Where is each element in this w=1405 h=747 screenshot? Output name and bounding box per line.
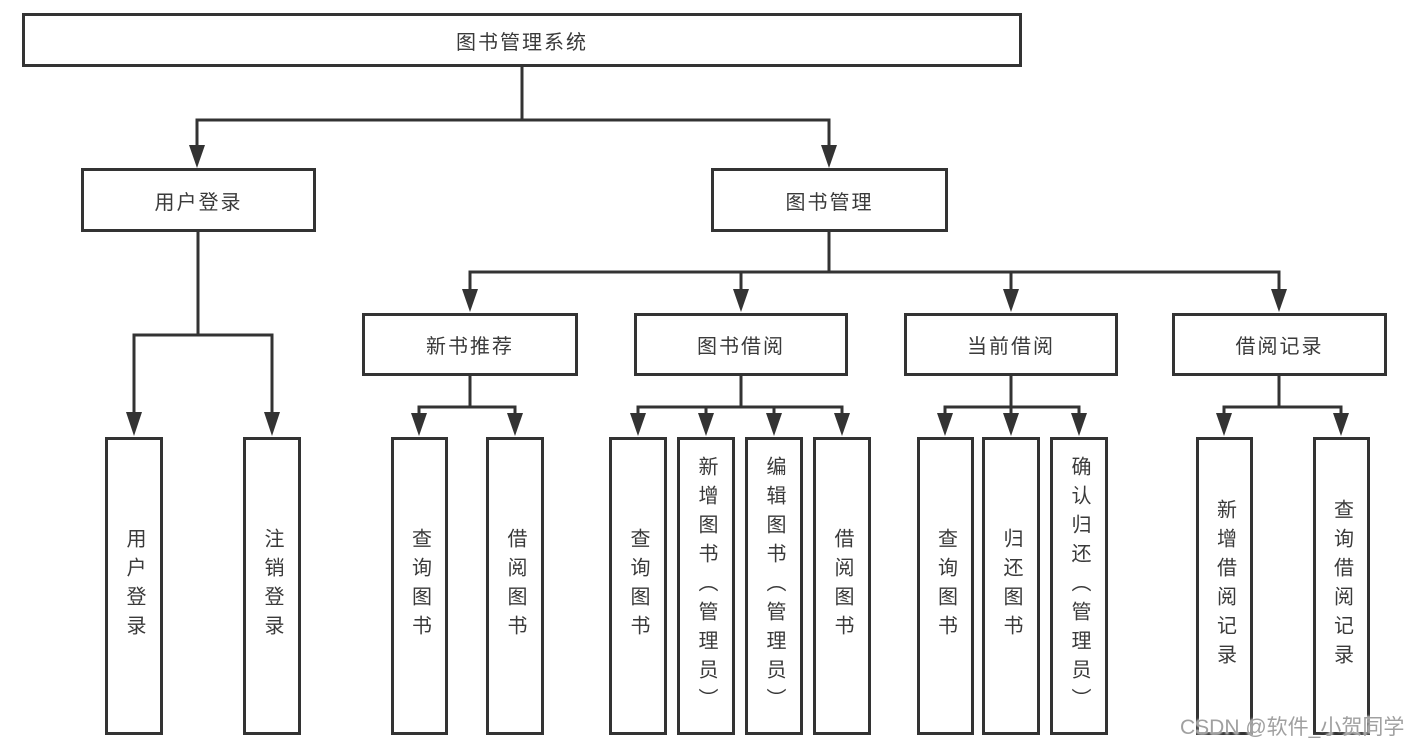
node-borrow-records: 借阅记录 [1172,313,1387,376]
leaf-confirm-return-admin-label: 确认归还（管理员） [1068,455,1090,717]
connector-book-borrow-group [636,376,844,414]
leaf-current-query-books-label: 查询图书 [934,528,957,644]
node-root: 图书管理系统 [22,13,1022,67]
leaf-recommend-borrow-books: 借阅图书 [486,437,544,735]
leaf-user-login-label: 用户登录 [123,528,145,644]
leaf-add-books-admin: 新增图书（管理员） [677,437,735,735]
connector-new-book-group [417,376,517,414]
arrowheads [126,145,1349,436]
leaf-query-borrow-record: 查询借阅记录 [1313,437,1370,735]
csdn-watermark: CSDN @软件_小贺同学 [1180,716,1405,739]
leaf-borrow-books: 借阅图书 [813,437,871,735]
node-borrow-records-label: 借阅记录 [1235,336,1324,358]
leaf-add-borrow-record: 新增借阅记录 [1196,437,1253,735]
node-book-borrow-label: 图书借阅 [697,336,785,358]
connector-current-borrow-group [943,376,1081,414]
connector-book-mgmt-group [468,232,1281,290]
leaf-edit-books-admin-label: 编辑图书（管理员） [763,455,785,717]
leaf-logout-label: 注销登录 [261,528,283,644]
leaf-borrow-query-books: 查询图书 [609,437,667,735]
leaf-recommend-borrow-books-label: 借阅图书 [504,528,526,644]
connector-user-login-group [132,232,274,413]
leaf-return-books-label: 归还图书 [1000,528,1022,644]
node-current-borrow: 当前借阅 [904,313,1118,376]
leaf-borrow-books-label: 借阅图书 [831,528,853,644]
node-root-label: 图书管理系统 [456,31,588,54]
node-book-borrow: 图书借阅 [634,313,848,376]
node-book-mgmt-label: 图书管理 [785,191,874,214]
leaf-confirm-return-admin: 确认归还（管理员） [1050,437,1108,735]
leaf-recommend-query-books: 查询图书 [391,437,448,735]
node-new-book-recommend-label: 新书推荐 [426,336,514,358]
node-user-login: 用户登录 [81,168,316,232]
leaf-current-query-books: 查询图书 [917,437,974,735]
leaf-edit-books-admin: 编辑图书（管理员） [745,437,803,735]
node-book-mgmt: 图书管理 [711,168,948,232]
leaf-add-borrow-record-label: 新增借阅记录 [1213,499,1236,673]
leaf-logout: 注销登录 [243,437,301,735]
node-user-login-label: 用户登录 [154,191,243,214]
leaf-recommend-query-books-label: 查询图书 [408,528,431,644]
leaf-add-books-admin-label: 新增图书（管理员） [695,455,717,717]
leaf-return-books: 归还图书 [982,437,1040,735]
connector-borrow-record-group [1222,376,1343,414]
node-new-book-recommend: 新书推荐 [362,313,578,376]
connector-root [195,67,831,148]
leaf-borrow-query-books-label: 查询图书 [627,528,649,644]
leaf-user-login: 用户登录 [105,437,163,735]
node-current-borrow-label: 当前借阅 [967,336,1055,358]
leaf-query-borrow-record-label: 查询借阅记录 [1330,499,1353,673]
